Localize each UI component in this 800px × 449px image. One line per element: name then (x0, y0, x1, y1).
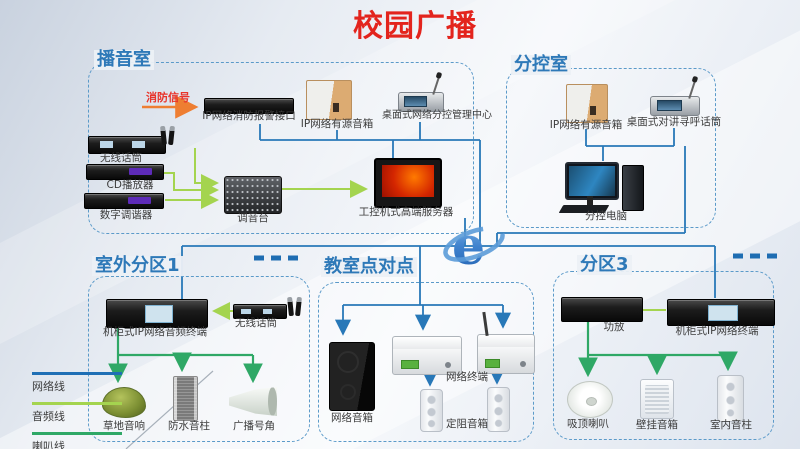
indoor-column-label: 室内音柱 (710, 419, 752, 431)
active-speaker-label: IP网络有源音箱 (300, 118, 374, 130)
resistance-speaker-device (487, 387, 510, 432)
wall-speaker-device (640, 379, 674, 419)
zone-title-subcontrol: 分控室 (511, 55, 571, 75)
ceiling-speaker-label: 吸顶喇叭 (567, 418, 609, 430)
amplifier-label: 功放 (603, 321, 625, 333)
waterproof-column-label: 防水音柱 (168, 420, 210, 432)
wireless-mic-label: 无线话筒 (100, 152, 142, 164)
ceiling-speaker-device (567, 381, 613, 418)
network-speaker-label: 网络音箱 (331, 412, 373, 424)
legend-item-network: 网络线 (32, 372, 128, 394)
audio-line-swatch (32, 402, 122, 405)
zone-title-broadcast: 播音室 (94, 50, 154, 70)
handheld-mics (160, 126, 176, 152)
mixer-label: 调音台 (237, 212, 269, 224)
outdoor-audio-terminal-device (106, 299, 208, 328)
indoor-column-device (717, 375, 744, 422)
horn-speaker-label: 广播号角 (233, 420, 275, 432)
legend-label-speaker: 喇叭线 (32, 440, 65, 449)
control-pc-device (558, 162, 650, 214)
network-terminal-label: 网络终端 (446, 371, 488, 383)
zone-3 (553, 271, 774, 440)
amplifier-device (561, 297, 643, 322)
paging-mic-label: 桌面式对讲寻呼话筒 (626, 116, 722, 128)
outdoor-wireless-mic-label: 无线话筒 (235, 317, 277, 329)
legend-item-audio: 音频线 (32, 402, 128, 424)
network-terminal-device (392, 336, 462, 375)
mixer-device (224, 176, 282, 214)
outdoor-wireless-mic-receiver (233, 304, 287, 319)
server-label: 工控机式高端服务器 (358, 206, 454, 218)
digital-tuner-device (84, 193, 164, 209)
wall-speaker-label: 壁挂音箱 (636, 419, 678, 431)
zone3-network-terminal-label: 机柜式IP网络终端 (675, 325, 759, 337)
network-terminal-wireless-device (477, 334, 535, 374)
cd-player-device (86, 164, 164, 180)
subcontrol-speaker-label: IP网络有源音箱 (549, 119, 623, 131)
legend-label-audio: 音频线 (32, 410, 65, 423)
page-title: 校园广播 (353, 9, 477, 44)
wireless-mic-receiver (88, 136, 166, 154)
zone-title-classroom: 教室点对点 (321, 257, 417, 277)
control-center-device (398, 77, 444, 112)
waterproof-column-device (173, 376, 198, 421)
server-device (374, 158, 442, 208)
internet-explorer-icon: e (441, 214, 507, 280)
legend-item-speaker: 喇叭线 (32, 432, 128, 449)
network-speaker-device (329, 342, 375, 411)
zone3-network-terminal-device (667, 299, 775, 326)
subcontrol-speaker-device (566, 84, 608, 123)
fire-alarm-interface-device (204, 98, 294, 114)
resistance-speaker-label: 定阻音箱 (446, 418, 488, 430)
resistance-speaker-device (420, 389, 443, 432)
legend-label-network: 网络线 (32, 380, 65, 393)
fire-signal-label: 消防信号 (146, 91, 190, 104)
svg-text:e: e (452, 216, 485, 277)
zone-title-zone3: 分区3 (577, 255, 632, 275)
network-line-swatch (32, 372, 122, 375)
zone-outdoor-1 (88, 276, 310, 442)
paging-mic-device (650, 81, 700, 116)
active-speaker-device (306, 80, 352, 120)
digital-tuner-label: 数字调谐器 (99, 209, 153, 221)
speaker-line-swatch (32, 432, 122, 435)
outdoor-audio-terminal-label: 机柜式IP网络音频终端 (103, 326, 207, 338)
zone-title-outdoor1: 室外分区1 (92, 256, 183, 276)
outdoor-handheld-mics (287, 297, 301, 319)
cd-player-label: CD播放器 (106, 179, 154, 191)
control-pc-label: 分控电脑 (585, 210, 627, 222)
fire-alarm-interface-label: IP网络消防报警接口 (202, 110, 296, 122)
legend: 网络线 音频线 喇叭线 (32, 372, 128, 449)
lawn-speaker-label: 草地音响 (103, 420, 145, 432)
zone-subcontrol-room (506, 68, 716, 228)
control-center-label: 桌面式网络分控管理中心 (382, 110, 492, 121)
